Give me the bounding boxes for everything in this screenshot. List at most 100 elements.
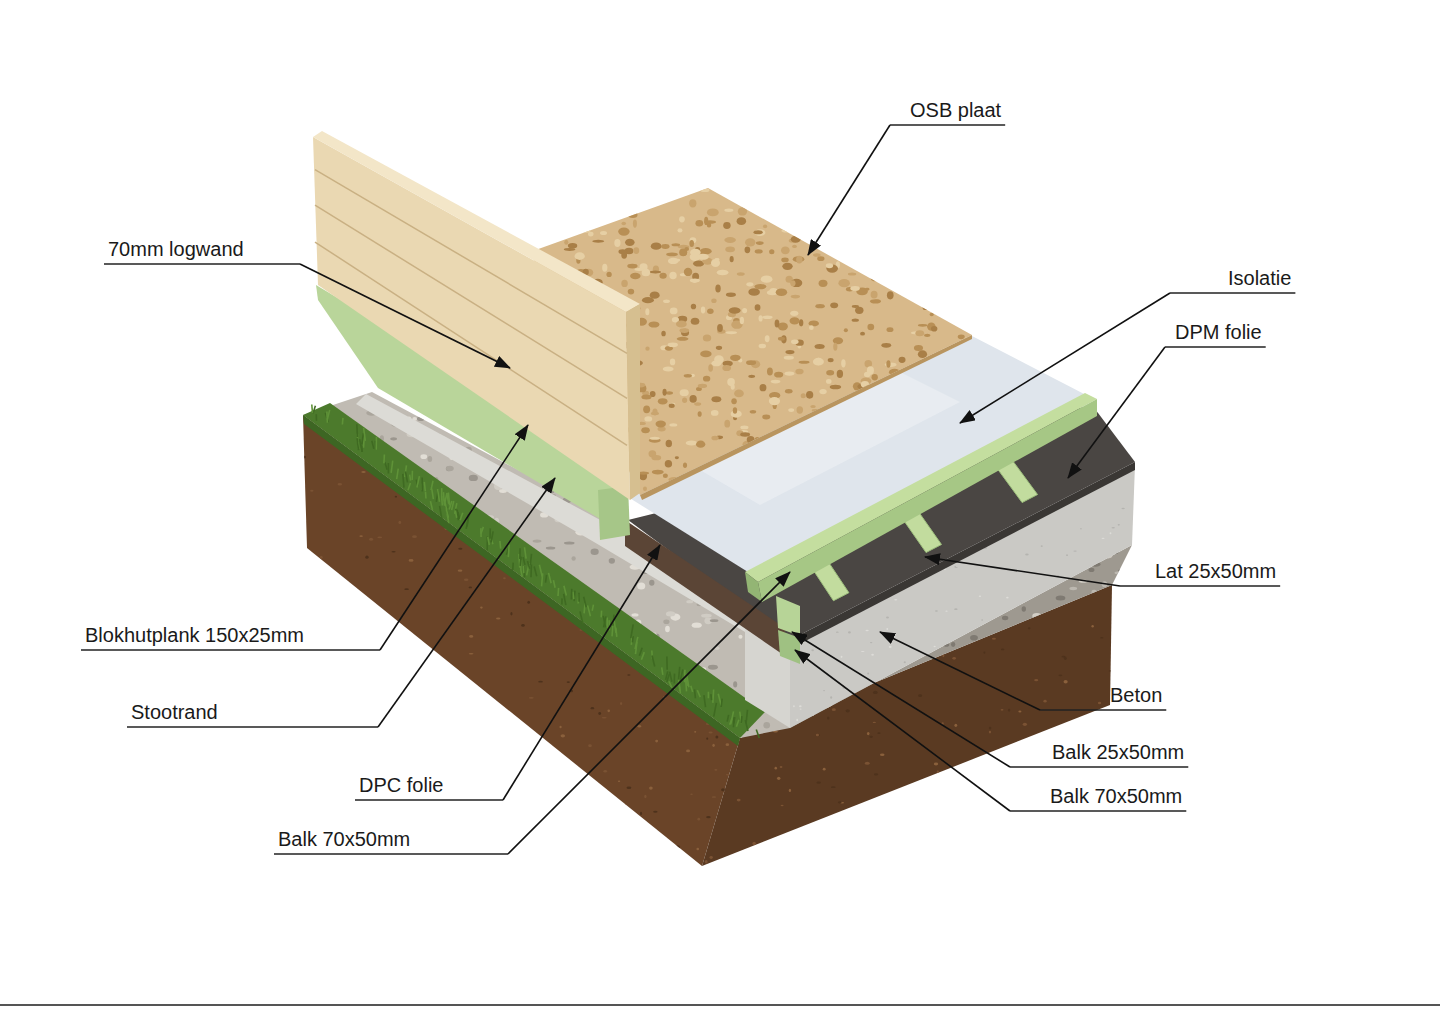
soil-grain — [655, 740, 658, 743]
gravel-stone — [913, 696, 921, 699]
concrete-grain — [1038, 714, 1042, 716]
soil-grain — [361, 471, 365, 473]
soil-grain — [952, 657, 956, 660]
grass-blade — [714, 703, 717, 717]
concrete-grain — [904, 661, 906, 663]
osb-fleck — [922, 285, 932, 288]
osb-fleck — [889, 190, 897, 196]
gravel-stone — [544, 625, 552, 632]
gravel-stone — [338, 587, 343, 593]
osb-fleck — [686, 441, 698, 446]
grass-blade — [670, 672, 672, 682]
osb-fleck — [700, 351, 711, 358]
grass-blade — [694, 689, 697, 698]
soil-grain — [789, 789, 791, 792]
grass-blade — [375, 437, 377, 450]
soil-grain — [481, 785, 484, 787]
osb-fleck — [898, 267, 904, 272]
gravel-stone — [450, 572, 459, 577]
osb-fleck — [950, 254, 956, 259]
soil-grain — [458, 548, 462, 550]
soil-grain — [1098, 702, 1101, 704]
grass-blade — [604, 616, 606, 627]
soil-grain — [388, 651, 391, 653]
osb-fleck — [763, 225, 767, 229]
osb-fleck — [742, 467, 748, 475]
osb-fleck — [791, 190, 801, 195]
gravel-stone — [1100, 706, 1106, 709]
gravel-stone — [433, 724, 439, 729]
soil-grain — [389, 625, 393, 627]
osb-fleck — [899, 437, 907, 441]
osb-fleck — [930, 313, 934, 316]
osb-fleck — [737, 217, 747, 225]
gravel-stone — [649, 580, 654, 586]
soil-grain — [915, 809, 918, 811]
osb-fleck — [969, 440, 979, 445]
gravel-stone — [888, 729, 892, 734]
osb-fleck — [900, 206, 911, 210]
osb-fleck — [873, 430, 877, 436]
soil-grain — [934, 762, 938, 765]
grass-blade — [452, 501, 454, 510]
osb-fleck — [602, 264, 607, 272]
gravel-stone — [316, 594, 322, 601]
grass-blade — [311, 404, 313, 412]
grass-blade — [746, 710, 747, 724]
soil-grain — [649, 786, 653, 789]
osb-fleck — [656, 421, 666, 428]
osb-fleck — [724, 420, 730, 428]
soil-grain — [377, 536, 382, 538]
osb-fleck — [967, 429, 974, 434]
gravel-stone — [1111, 646, 1115, 651]
soil-grain — [1085, 774, 1087, 777]
gravel-stone — [1108, 668, 1114, 674]
concrete-grain — [1066, 554, 1068, 556]
gravel-stone — [299, 605, 304, 610]
grass-blade — [488, 537, 490, 545]
soil-grain — [1043, 700, 1046, 703]
soil-grain — [877, 732, 880, 734]
osb-fleck — [749, 477, 759, 485]
osb-fleck — [938, 428, 944, 431]
osb-fleck — [923, 305, 928, 310]
concrete-grain — [1036, 602, 1038, 604]
gravel-stone — [319, 622, 328, 626]
concrete-grain — [1110, 633, 1112, 634]
gravel-stone — [358, 524, 366, 528]
soil-grain — [918, 694, 922, 697]
gravel-stone — [399, 539, 407, 547]
osb-fleck — [892, 416, 900, 419]
concrete-grain — [886, 628, 888, 630]
gravel-stone — [411, 558, 419, 562]
soil-grain — [777, 777, 780, 780]
gravel-stone — [1121, 594, 1129, 598]
gravel-stone — [915, 725, 919, 731]
osb-fleck — [711, 298, 716, 303]
osb-fleck — [948, 427, 954, 434]
gravel-stone — [915, 734, 924, 738]
osb-fleck — [666, 440, 672, 448]
grass-blade — [342, 418, 344, 425]
osb-fleck — [658, 398, 668, 404]
gravel-stone — [504, 680, 512, 683]
gravel-stone — [701, 614, 712, 618]
grass-blade — [491, 531, 493, 542]
osb-fleck — [845, 446, 857, 452]
gravel-stone — [514, 690, 522, 693]
beam-end — [776, 596, 800, 636]
grass-blade — [614, 620, 616, 632]
soil-grain — [847, 828, 852, 830]
osb-fleck — [889, 248, 894, 253]
gravel-stone — [346, 569, 353, 573]
soil-grain — [865, 762, 870, 765]
concrete-grain — [1102, 538, 1105, 539]
grass-blade — [606, 618, 608, 628]
osb-fleck — [857, 246, 865, 254]
gravel-stone — [537, 695, 547, 701]
soil-grain — [969, 830, 972, 832]
grass-blade — [431, 481, 433, 490]
osb-fleck — [678, 187, 688, 194]
gravel-stone — [309, 441, 318, 446]
soil-grain — [1001, 648, 1004, 650]
